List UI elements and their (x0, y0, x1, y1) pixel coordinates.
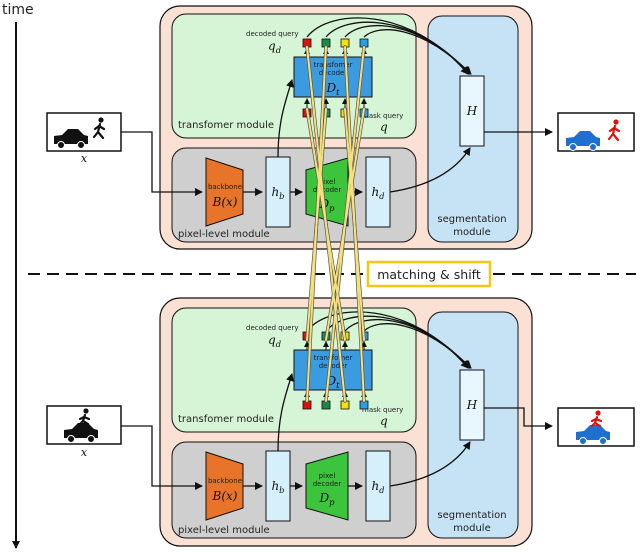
decoded-query-label: decoded query (246, 324, 299, 332)
segmentation-label-2: module (453, 227, 490, 238)
segmentation-label: segmentation (437, 510, 506, 521)
pixel-level-module-label: pixel-level module (178, 229, 270, 240)
qd-label: qd (268, 333, 282, 349)
pedestrian-icon (78, 408, 91, 426)
pixel-level-module-label: pixel-level module (178, 525, 270, 536)
backbone-block (205, 157, 244, 227)
matching-shift-connections (305, 45, 366, 403)
pedestrian-icon (92, 117, 106, 140)
backbone-label: backbone (208, 183, 242, 191)
pixel-decoder-label-2: decoder (313, 480, 342, 488)
hd-label: hd (371, 185, 385, 201)
matching-shift-label: matching & shift (377, 267, 481, 282)
pixel-decoder-label-2: decoder (313, 186, 342, 194)
pedestrian-icon (590, 410, 603, 428)
h-label: H (466, 104, 478, 118)
input-x: x (81, 152, 88, 165)
input-x: x (81, 446, 88, 459)
h-block (459, 75, 485, 147)
transformer-module-label: transfomer module (178, 414, 274, 425)
decoder-title: transfomer (314, 354, 353, 362)
match-line (344, 108, 365, 341)
q-label: q (380, 120, 388, 134)
car-icon (576, 425, 610, 445)
top-arrows (121, 17, 553, 196)
hd-block (365, 156, 391, 228)
segmentation-label-2: module (453, 523, 490, 534)
hb-label: hb (271, 185, 284, 201)
transformer-module-label: transfomer module (178, 120, 274, 131)
decoder-dt: Dt (326, 374, 341, 390)
hb-label: hb (271, 479, 284, 495)
q-label: q (380, 414, 388, 428)
segmentation-label: segmentation (437, 214, 506, 225)
car-icon (54, 129, 88, 149)
pixel-decoder-dp: Dp (319, 491, 336, 507)
decoder-title-2: decoder (319, 362, 348, 370)
match-line (325, 108, 365, 341)
decoder-dt: Dt (326, 81, 341, 97)
backbone-label: backbone (208, 477, 242, 485)
decoder-title-2: decoder (319, 69, 348, 77)
backbone-block (205, 451, 244, 521)
car-icon (64, 423, 98, 443)
matching-shift-box (366, 260, 492, 288)
hd-block (365, 450, 391, 522)
backbone-bx: B(x) (212, 195, 238, 209)
bottom-block: transfomer module pixel-level module seg… (46, 297, 635, 547)
pixel-decoder-label: pixel (319, 472, 336, 480)
mask-query-label: mask query (362, 406, 403, 414)
hd-label: hd (371, 479, 385, 495)
backbone-bx: B(x) (212, 489, 238, 503)
hb-block (265, 450, 291, 522)
bottom-arrows (121, 311, 553, 490)
h-block (459, 369, 485, 441)
h-label: H (466, 398, 478, 412)
decoded-query-label: decoded query (246, 30, 299, 38)
top-block: transfomer module pixel-level module seg… (46, 5, 635, 250)
time-label: time (2, 2, 34, 18)
mask-query-label: mask query (362, 112, 403, 120)
pixel-decoder-label: pixel (319, 178, 336, 186)
car-icon (566, 131, 600, 151)
match-line (306, 108, 327, 341)
pedestrian-icon (607, 119, 621, 142)
pixel-decoder-block (305, 451, 349, 521)
decoder-title: transfomer (314, 61, 353, 69)
match-line (306, 108, 346, 341)
qd-label: qd (268, 39, 282, 55)
